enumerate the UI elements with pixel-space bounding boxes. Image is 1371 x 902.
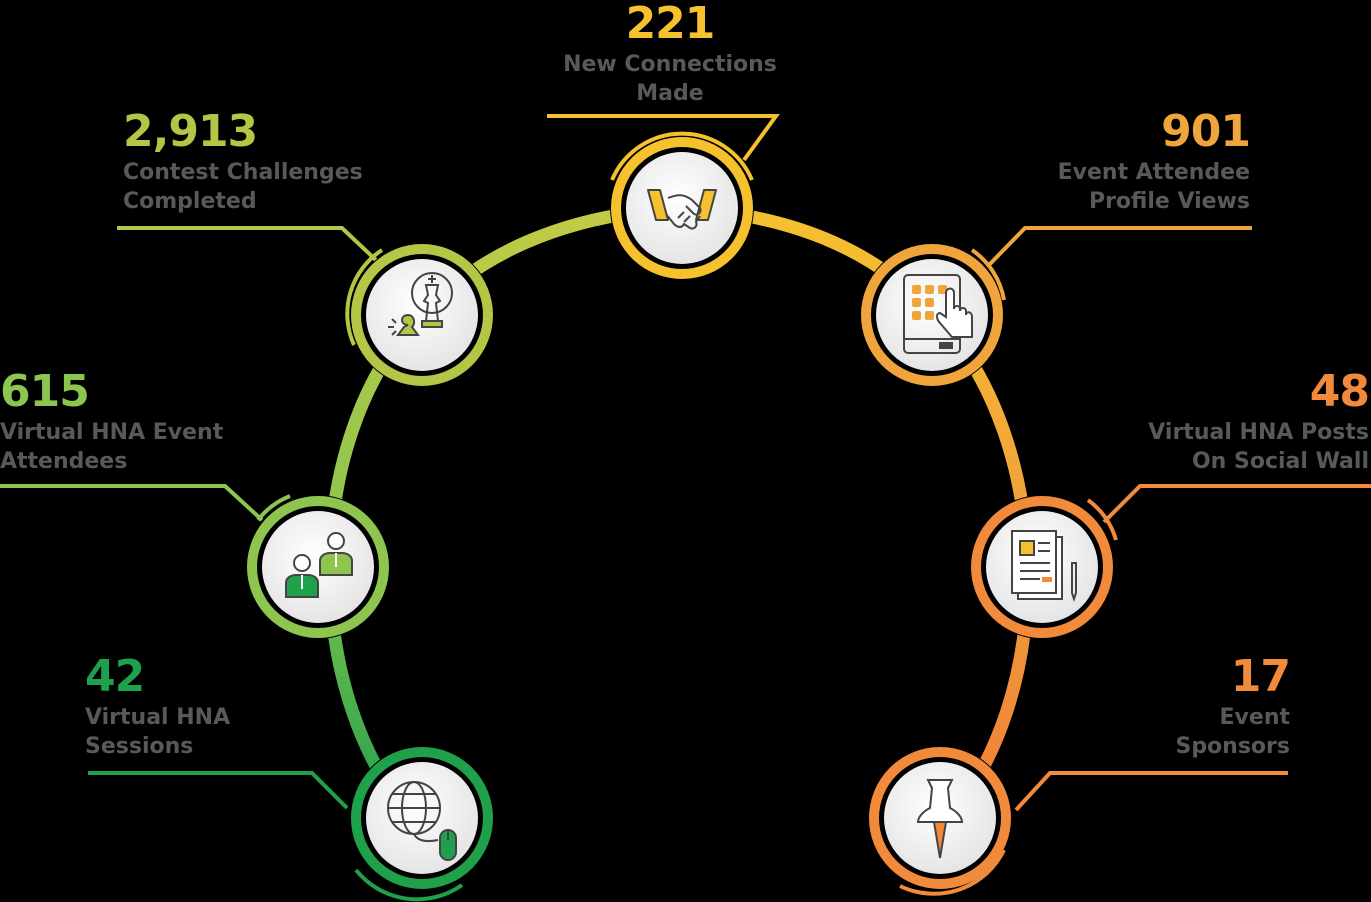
node-contest: [345, 243, 494, 387]
stat-label-line: Event: [1219, 705, 1290, 730]
node-profile-views: [860, 243, 1006, 387]
stat-label-line: Virtual HNA Posts: [1148, 420, 1369, 445]
stat-value: 901: [1161, 106, 1251, 157]
stat-label-line: Made: [636, 81, 704, 106]
stat-value: 221: [625, 0, 716, 49]
chess-icon: [388, 272, 453, 336]
handshake-icon: [647, 189, 717, 230]
stat-label-line: Contest Challenges: [123, 160, 363, 185]
tablet-touch-icon: [903, 274, 973, 354]
node-attendees: [246, 494, 390, 639]
node-connections: [610, 131, 754, 280]
people-icon: [285, 532, 353, 598]
stat-value: 2,913: [123, 106, 258, 157]
stat-label-line: Sponsors: [1175, 734, 1290, 759]
stat-label-line: Profile Views: [1088, 189, 1250, 214]
stat-label-line: Completed: [123, 189, 257, 214]
leader-lines: [0, 114, 1371, 812]
node-sessions: [350, 746, 494, 902]
globe-mouse-icon: [387, 781, 457, 861]
stat-posts: 48 Virtual HNA Posts On Social Wall: [1061, 366, 1370, 476]
stat-value: 615: [0, 366, 90, 417]
stat-label-line: Sessions: [85, 734, 194, 759]
node-sponsors: [868, 746, 1012, 896]
stat-label-line: Virtual HNA: [85, 705, 231, 730]
document-pen-icon: [1011, 530, 1077, 603]
stat-value: 42: [85, 651, 145, 702]
stat-label-line: Virtual HNA Event: [0, 420, 224, 445]
stat-label: Virtual HNA Posts On Social Wall: [1061, 418, 1369, 476]
stat-label-line: New Connections: [563, 52, 777, 77]
pushpin-icon: [916, 779, 964, 859]
stat-label-line: On Social Wall: [1191, 449, 1369, 474]
stat-label: Virtual HNA Sessions: [85, 703, 345, 761]
stat-value: 48: [1309, 366, 1370, 417]
stat-label-line: Event Attendee: [1057, 160, 1250, 185]
node-posts: [970, 495, 1118, 639]
stat-value: 17: [1230, 651, 1291, 702]
stat-label-line: Attendees: [0, 449, 128, 474]
